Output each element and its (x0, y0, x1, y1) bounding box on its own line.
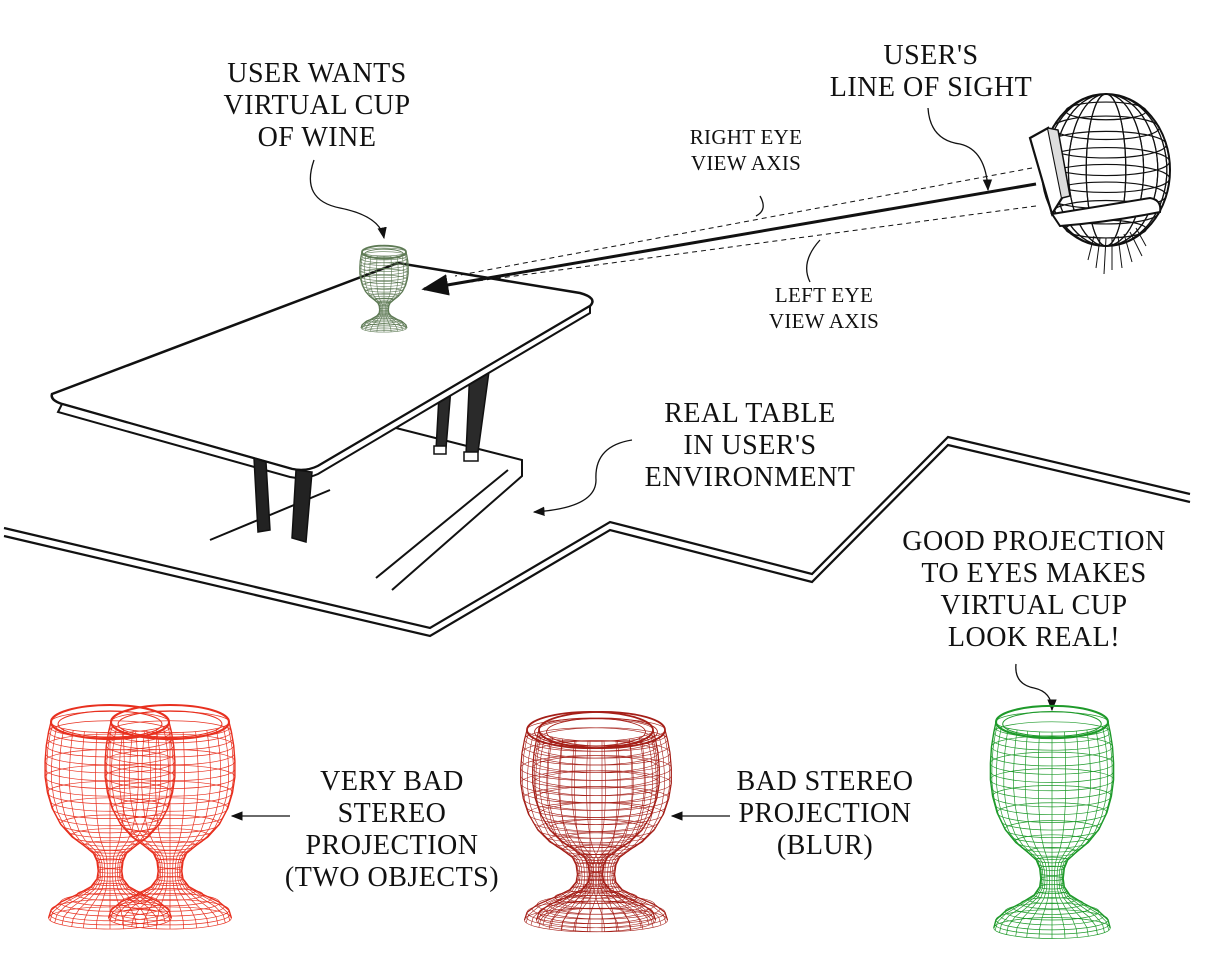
label-line: PROJECTION (738, 798, 912, 829)
label-bad-stereo-blur: BAD STEREO PROJECTION (BLUR) (720, 766, 930, 862)
label-line: STEREO (337, 798, 447, 829)
sight-lines (421, 167, 1037, 296)
goblet-wireframe (532, 710, 672, 933)
bad-cup-blur (520, 710, 672, 933)
label-line: VIRTUAL CUP (223, 90, 411, 121)
label-line: VIEW AXIS (768, 309, 880, 333)
goblet-wireframe (989, 704, 1115, 939)
table-leg-front (253, 456, 313, 543)
good-cup-real (989, 704, 1115, 939)
label-line: OF WINE (257, 122, 377, 153)
goblet-wireframe (359, 244, 409, 333)
right-eye-axis (454, 167, 1033, 277)
leader-lines (230, 107, 1057, 821)
label-line: GOOD PROJECTION (902, 526, 1166, 557)
label-good-projection: GOOD PROJECTION TO EYES MAKES VIRTUAL CU… (886, 526, 1182, 654)
label-real-table: REAL TABLE IN USER'S ENVIRONMENT (630, 398, 870, 494)
label-line: VERY BAD (320, 766, 464, 797)
label-line: PROJECTION (305, 830, 479, 861)
label-line: RIGHT EYE (689, 125, 803, 149)
goblet-wireframe (44, 703, 176, 930)
label-line: USER'S (883, 40, 979, 71)
label-very-bad-stereo: VERY BAD STEREO PROJECTION (TWO OBJECTS) (270, 766, 514, 894)
label-line: (BLUR) (776, 830, 874, 861)
real-table (50, 261, 594, 543)
label-line: IN USER'S (683, 430, 817, 461)
line-of-sight-arrow (421, 182, 1037, 296)
label-right-eye-axis: RIGHT EYE VIEW AXIS (668, 124, 824, 176)
room-outline (3, 435, 1191, 638)
goblet-wireframe (104, 703, 236, 930)
label-line: (TWO OBJECTS) (284, 862, 500, 893)
label-line: REAL TABLE (664, 398, 836, 429)
label-line: LINE OF SIGHT (829, 72, 1033, 103)
label-line: TO EYES MAKES (921, 558, 1147, 589)
label-line: LOOK REAL! (947, 622, 1121, 653)
label-line: VIEW AXIS (690, 151, 802, 175)
label-left-eye-axis: LEFT EYE VIEW AXIS (746, 282, 902, 334)
user-head-with-headset (1028, 93, 1171, 275)
left-eye-axis (469, 205, 1037, 283)
label-line: LEFT EYE (774, 283, 874, 307)
label-line: BAD STEREO (736, 766, 914, 797)
label-line-of-sight: USER'S LINE OF SIGHT (816, 40, 1046, 104)
label-user-wants-cup: USER WANTS VIRTUAL CUP OF WINE (212, 58, 422, 154)
label-line: USER WANTS (227, 58, 407, 89)
label-line: VIRTUAL CUP (940, 590, 1128, 621)
label-line: ENVIRONMENT (644, 462, 856, 493)
very-bad-cup-two-objects (44, 703, 236, 930)
virtual-cup-on-table (359, 244, 409, 333)
